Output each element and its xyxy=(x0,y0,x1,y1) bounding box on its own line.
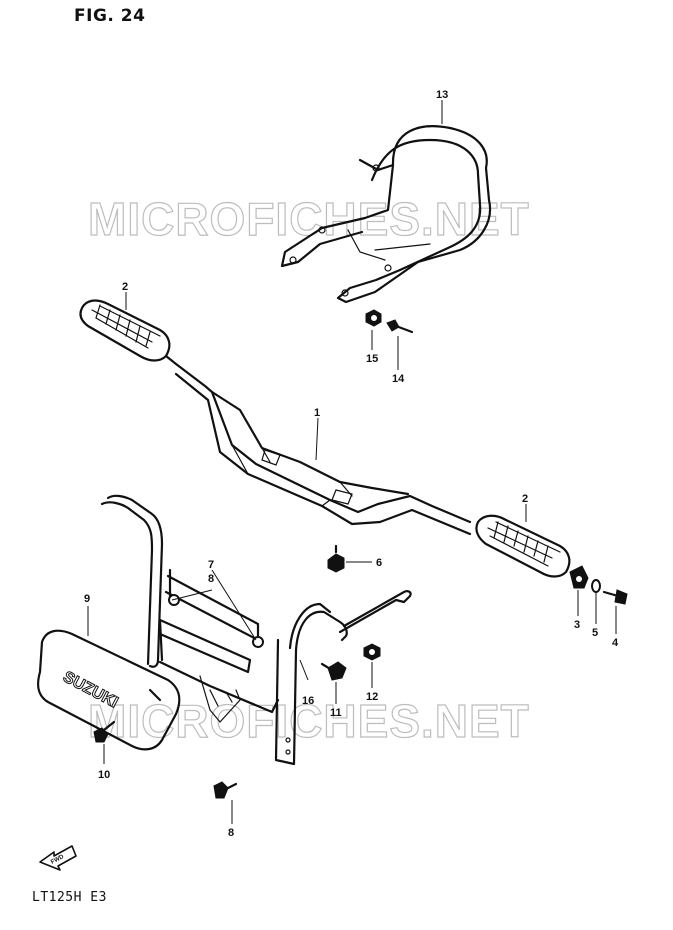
watermark-bottom: MICROFICHES.NET xyxy=(88,695,530,747)
callout-16: 16 xyxy=(302,695,314,707)
callout-15: 15 xyxy=(366,353,378,365)
callout-11: 11 xyxy=(330,707,342,719)
callout-14: 14 xyxy=(392,373,405,385)
callout-4: 4 xyxy=(612,637,619,649)
part-3-bracket xyxy=(569,565,589,589)
callout-6: 6 xyxy=(376,557,382,569)
callout-3: 3 xyxy=(574,619,580,631)
callout-8-lower: 8 xyxy=(228,827,234,839)
part-6-bolt xyxy=(327,544,345,573)
part-1-footrest-bar xyxy=(164,354,472,536)
callout-9: 9 xyxy=(84,593,90,605)
part-2-footpeg-left xyxy=(79,299,171,362)
fwd-arrow-icon: FWD xyxy=(39,845,77,871)
model-code: LT125H E3 xyxy=(32,890,107,905)
figure-title: FIG. 24 xyxy=(74,6,146,26)
callout-labels: 13 2 1 2 6 3 5 4 7 8 9 10 8 11 12 16 15 … xyxy=(84,89,619,839)
callout-12: 12 xyxy=(366,691,378,703)
leader-lines xyxy=(87,100,617,824)
callout-10: 10 xyxy=(98,769,110,781)
callout-2-left: 2 xyxy=(122,281,128,293)
callout-1: 1 xyxy=(314,407,320,419)
part-2-footpeg-right xyxy=(475,514,571,578)
callout-7: 7 xyxy=(208,559,214,571)
part-15-nut xyxy=(365,309,382,327)
callout-2-right: 2 xyxy=(522,493,528,505)
part-12-nut xyxy=(363,643,381,661)
part-8-bolt xyxy=(213,781,238,799)
callout-5: 5 xyxy=(592,627,598,639)
callout-8-upper: 8 xyxy=(208,573,214,585)
part-5-washer xyxy=(591,579,601,593)
part-16-bracket xyxy=(274,590,412,766)
part-14-bolt xyxy=(386,319,414,334)
part-4-bolt xyxy=(602,589,628,605)
part-10-bolt xyxy=(93,720,116,743)
part-11-bolt xyxy=(320,661,347,681)
part-7-guard-frame xyxy=(100,494,280,723)
part-13-grab-bar xyxy=(280,125,492,304)
callout-13: 13 xyxy=(436,89,448,101)
